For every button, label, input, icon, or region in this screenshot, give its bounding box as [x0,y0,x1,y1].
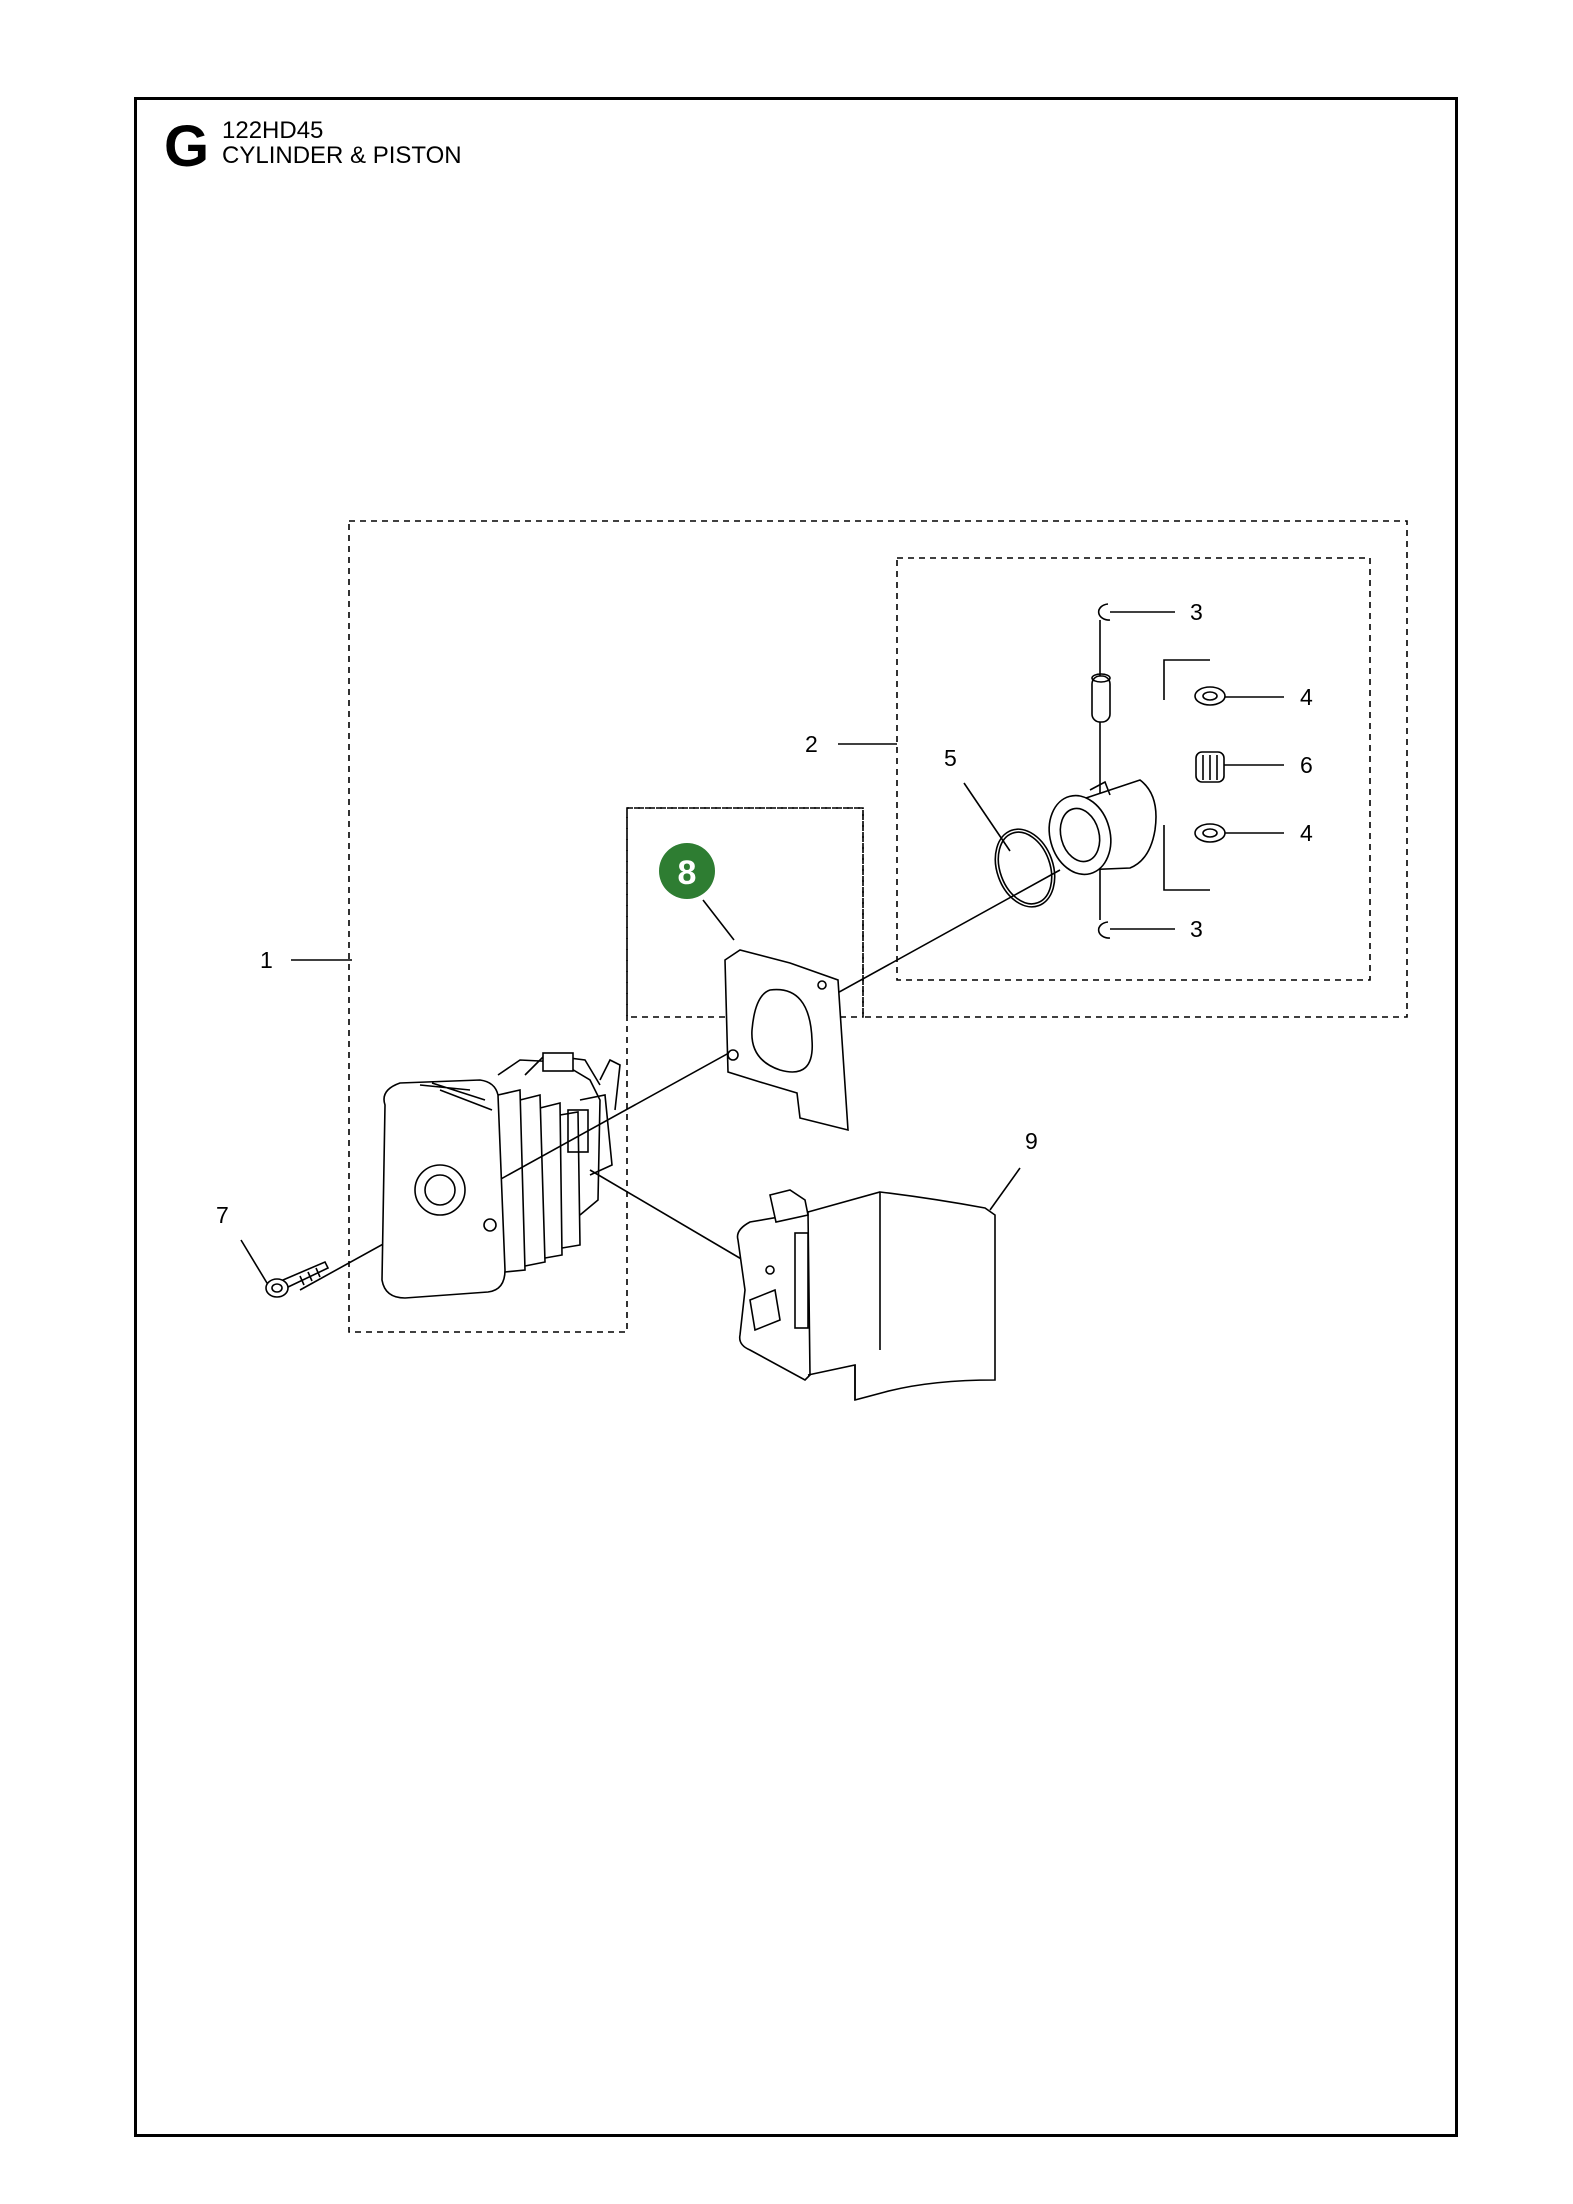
callout-3-bottom: 3 [1190,916,1203,942]
callout-9: 9 [1025,1128,1038,1154]
callout-5: 5 [944,745,957,771]
heat-shield-drawing [736,1189,996,1402]
model-number: 122HD45 [222,117,324,144]
callout-8-highlight: 8 [678,854,697,892]
section-letter: G [164,114,210,179]
diagram-title: CYLINDER & PISTON [222,142,462,169]
callout-2: 2 [805,731,818,757]
callout-1: 1 [260,947,273,973]
callout-7: 7 [216,1202,229,1228]
piston-assembly-box [896,557,1371,981]
cylinder-drawing [381,1052,621,1299]
callout-4-top: 4 [1300,684,1313,710]
highlight-badge [659,843,715,899]
callout-4-bottom: 4 [1300,820,1313,846]
callout-3-top: 3 [1190,599,1203,625]
page-frame [134,97,1458,2137]
callout-6: 6 [1300,752,1313,778]
cylinder-assembly-box [348,520,1408,1333]
